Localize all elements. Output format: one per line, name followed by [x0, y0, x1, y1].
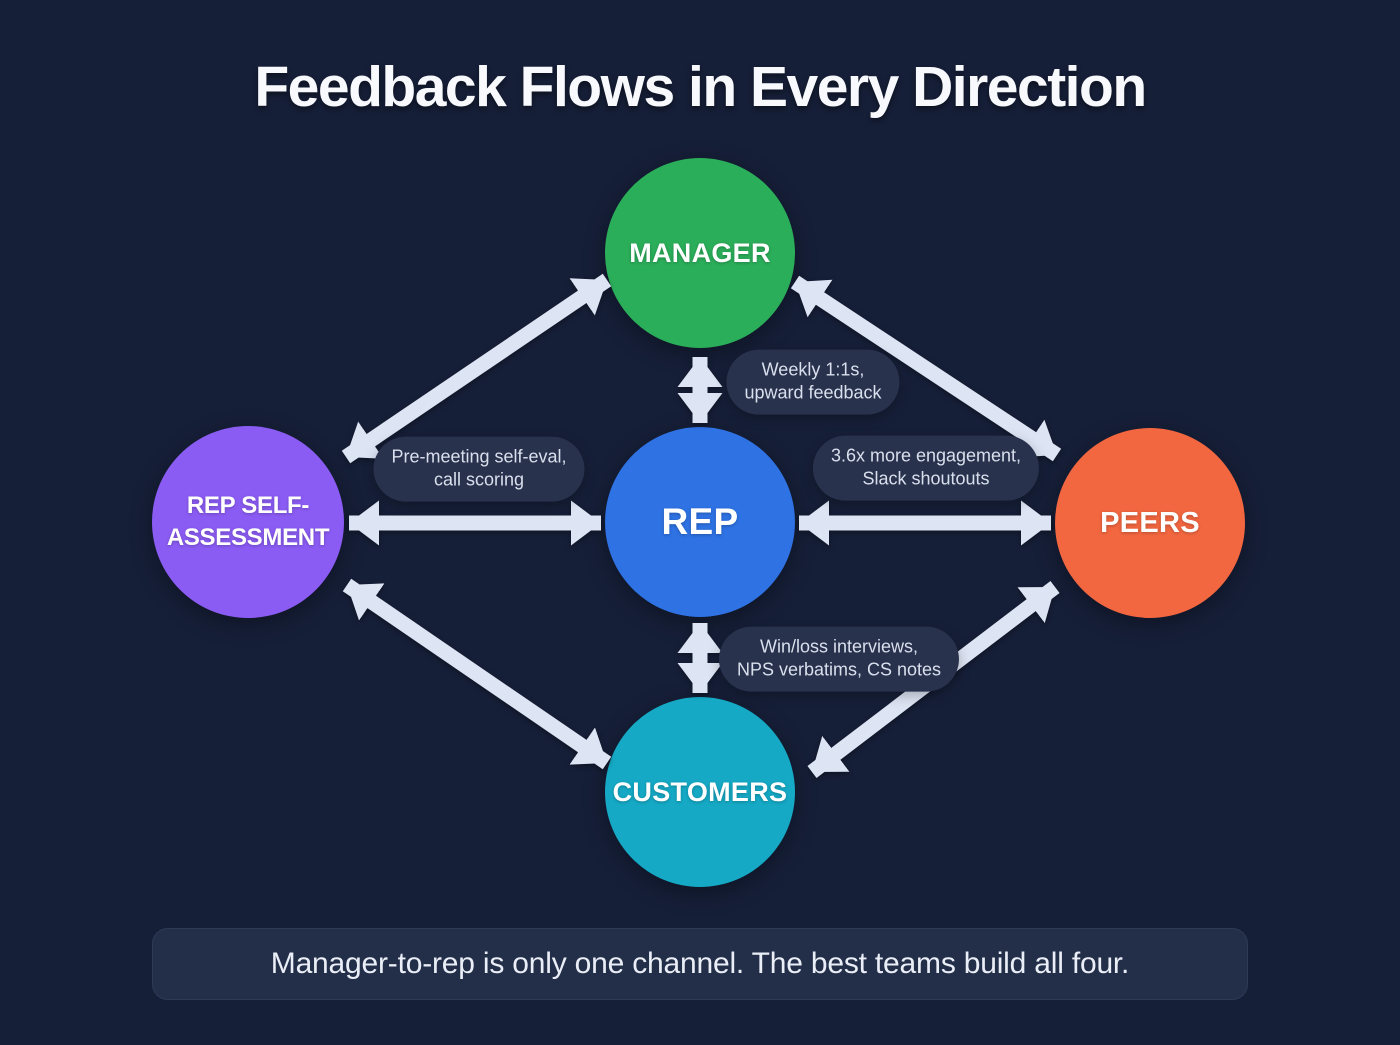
arrow-selfassess-customers — [342, 578, 612, 770]
node-rep-self-assessment-line1: REP SELF- — [186, 492, 310, 520]
edge-label-selfassess-rep: Pre-meeting self-eval, call scoring — [373, 436, 585, 502]
edge-label-selfassess-rep-line2: call scoring — [433, 470, 525, 490]
node-rep-self-assessment-line2: ASSESSMENT — [166, 524, 330, 551]
edge-label-rep-peers-line1: 3.6x more engagement, — [830, 445, 1022, 466]
node-rep-self-assessment-label: REP SELF- ASSESSMENT — [166, 490, 330, 553]
edge-label-manager-rep-line1: Weekly 1:1s, — [761, 359, 865, 380]
edge-label-rep-peers-line2: Slack shoutouts — [862, 469, 990, 489]
edge-label-rep-customers-line2: NPS verbatims, CS notes — [736, 660, 942, 680]
edge-label-rep-customers: Win/loss interviews, NPS verbatims, CS n… — [718, 626, 960, 692]
node-rep: REP — [605, 427, 795, 617]
arrow-manager-peers — [790, 275, 1062, 462]
node-peers: PEERS — [1055, 428, 1245, 618]
node-customers: CUSTOMERS — [605, 697, 795, 887]
edge-label-rep-customers-line1: Win/loss interviews, — [759, 636, 919, 657]
node-manager: MANAGER — [605, 158, 795, 348]
page-title: Feedback Flows in Every Direction — [254, 55, 1147, 119]
node-rep-self-assessment: REP SELF- ASSESSMENT — [152, 426, 344, 618]
node-peers-label: PEERS — [1100, 506, 1200, 539]
node-rep-label: REP — [661, 501, 739, 542]
edge-label-rep-peers: 3.6x more engagement, Slack shoutouts — [812, 435, 1040, 501]
node-manager-label: MANAGER — [629, 237, 771, 268]
edge-label-manager-rep-line2: upward feedback — [744, 383, 882, 403]
caption-text: Manager-to-rep is only one channel. The … — [270, 947, 1130, 980]
edge-label-selfassess-rep-line1: Pre-meeting self-eval, — [391, 446, 567, 467]
edge-label-manager-rep: Weekly 1:1s, upward feedback — [726, 349, 900, 415]
arrow-manager-selfassess — [341, 273, 612, 464]
caption-bar: Manager-to-rep is only one channel. The … — [152, 928, 1248, 1000]
node-customers-label: CUSTOMERS — [612, 776, 788, 807]
